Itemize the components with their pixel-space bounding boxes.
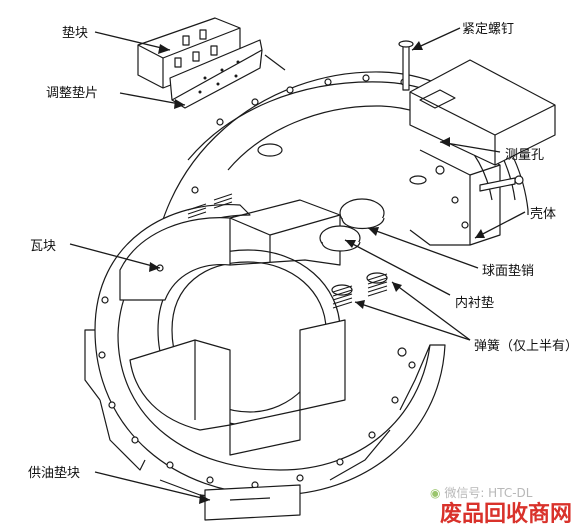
watermark-wechat-text: 微信号: HTC-DL: [444, 486, 533, 500]
springs: [187, 193, 388, 309]
watermark-site: 废品回收商网: [440, 502, 573, 527]
leader-arrowheads: [149, 41, 485, 504]
label-measure-hole: 测量孔: [505, 148, 545, 163]
wechat-icon: ◉: [430, 486, 441, 500]
label-spring: 弹簧（仅上半有）: [474, 339, 579, 354]
label-bearing-pad: 瓦块: [30, 239, 57, 254]
label-pad-block: 垫块: [62, 26, 89, 41]
top-right-block: [398, 40, 556, 192]
spherical-pins: [319, 198, 385, 252]
label-adjust-shim: 调整垫片: [46, 86, 99, 101]
label-spherical-pin: 球面垫销: [482, 264, 535, 279]
label-liner-pad: 内衬垫: [455, 296, 495, 311]
leader-lines: [69, 27, 526, 501]
label-shell: 壳体: [530, 207, 557, 222]
pad-block-exploded: [137, 17, 286, 109]
label-set-screw: 紧定螺钉: [462, 22, 515, 37]
label-oil-supply-block: 供油垫块: [28, 466, 81, 481]
front-ring: [84, 199, 446, 521]
watermark-wechat: ◉ 微信号: HTC-DL: [430, 484, 532, 501]
